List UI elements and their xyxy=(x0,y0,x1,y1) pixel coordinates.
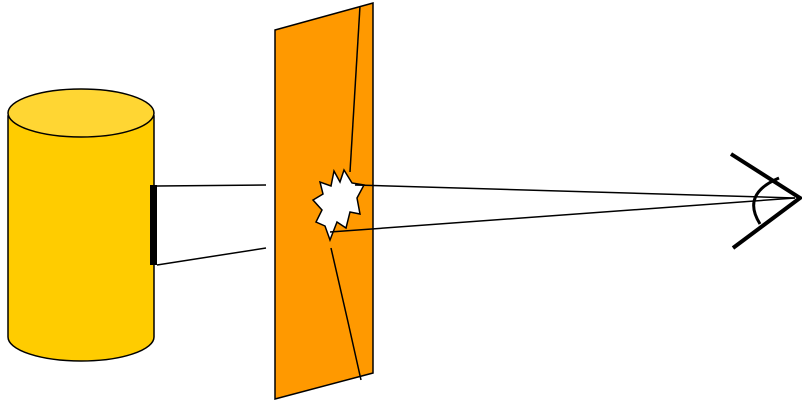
upper-source-ray xyxy=(157,185,266,186)
eye-icon xyxy=(731,154,800,248)
observer-rays xyxy=(330,185,795,232)
lower-source-ray xyxy=(157,248,266,265)
source-rays xyxy=(157,185,266,265)
source-aperture xyxy=(150,185,157,265)
eye-outline xyxy=(731,154,800,248)
upper-observer-ray xyxy=(355,185,795,198)
cylinder-body xyxy=(8,116,154,361)
lower-observer-ray xyxy=(330,198,795,232)
cylinder-source xyxy=(8,89,157,361)
cylinder-top xyxy=(8,89,154,137)
